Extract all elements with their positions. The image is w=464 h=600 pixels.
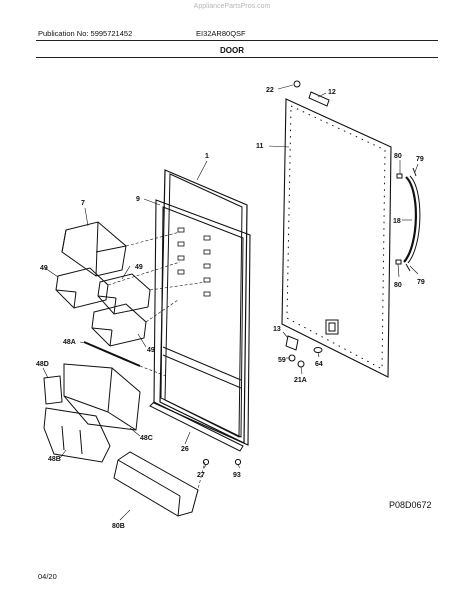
callout-80-bottom: 80: [394, 282, 402, 289]
callout-22: 22: [266, 87, 274, 94]
footer-date: 04/20: [38, 572, 57, 581]
screw-93: [234, 458, 242, 466]
screw-27: [202, 458, 210, 466]
callout-49-lower: 49: [147, 347, 155, 354]
watermark: AppliancePartsPros.com: [193, 3, 271, 10]
door-bin-lower: [91, 303, 147, 347]
model-number: EI32AR80QSF: [196, 29, 246, 38]
callout-48d: 48D: [36, 361, 49, 368]
section-title: DOOR: [220, 46, 244, 55]
inner-door-liner: [153, 199, 251, 446]
callout-59: 59: [278, 357, 286, 364]
callout-49-left: 49: [40, 265, 48, 272]
door-bin-upper: [61, 221, 127, 277]
door-bin-left: [55, 267, 109, 309]
callout-1: 1: [205, 153, 209, 160]
dairy-tray: [43, 407, 111, 463]
door-bin-right: [97, 273, 151, 315]
callout-13: 13: [273, 326, 281, 333]
callout-26: 26: [181, 446, 189, 453]
dairy-compartment: [63, 363, 141, 431]
callout-11: 11: [256, 143, 264, 150]
publication-number: Publication No: 5995721452: [38, 29, 133, 38]
callout-80b: 80B: [112, 523, 125, 530]
callout-18: 18: [393, 218, 401, 225]
callout-21a: 21A: [294, 377, 307, 384]
callout-64: 64: [315, 361, 323, 368]
dairy-door: [43, 375, 63, 405]
callout-80-top: 80: [394, 153, 402, 160]
callout-49-right: 49: [135, 264, 143, 271]
callout-48b: 48B: [48, 456, 61, 463]
bottom-door-bin: [113, 451, 199, 517]
callout-48c: 48C: [140, 435, 153, 442]
cap-22: [293, 80, 301, 88]
leader-lines: [42, 84, 419, 521]
callout-79-bottom: 79: [417, 279, 425, 286]
door-handle: [395, 167, 421, 272]
door-rail: [83, 341, 141, 367]
callout-48a: 48A: [63, 339, 76, 346]
drawing-code: P08D0672: [389, 500, 432, 510]
callout-9: 9: [136, 196, 140, 203]
title-rule: [36, 57, 438, 58]
callout-12: 12: [328, 89, 336, 96]
callout-7: 7: [81, 200, 85, 207]
outer-door-panel: [281, 91, 392, 378]
header-rule: [36, 40, 438, 41]
callout-79-top: 79: [416, 156, 424, 163]
callout-93: 93: [233, 472, 241, 479]
bottom-trim: [149, 401, 244, 452]
callout-27: 27: [197, 472, 205, 479]
